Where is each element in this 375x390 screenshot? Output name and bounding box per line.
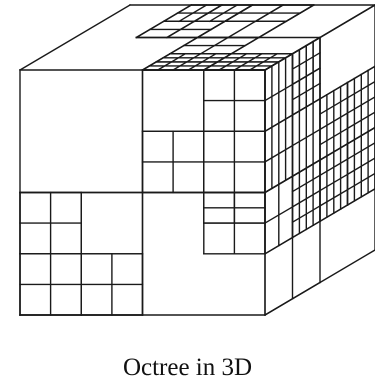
octree-cell-edge bbox=[291, 82, 321, 101]
octree-cell-edge bbox=[291, 220, 321, 239]
octree-cell-edge bbox=[319, 112, 349, 131]
octree-cell-edge bbox=[291, 128, 321, 147]
octree-cell-edge bbox=[291, 67, 321, 86]
octree-cell-edge bbox=[319, 188, 349, 207]
octree-cell-edge bbox=[291, 189, 321, 208]
octree-cell-edge bbox=[346, 96, 375, 115]
octree-cell-edge bbox=[230, 36, 260, 55]
octree-cell-edge bbox=[248, 52, 279, 71]
octree-cell-edge bbox=[19, 4, 131, 71]
cube-front-face bbox=[19, 69, 266, 316]
octree-cell-edge bbox=[264, 236, 294, 255]
octree-cell-edge bbox=[346, 111, 375, 130]
cube-top-face bbox=[19, 4, 375, 71]
octree-cell-edge bbox=[257, 4, 315, 39]
octree-cell-edge bbox=[346, 172, 375, 191]
octree-cell-edge bbox=[264, 144, 294, 163]
octree-cell-edge bbox=[264, 281, 321, 316]
octree-cell-edge bbox=[319, 173, 349, 192]
octree-cell-edge bbox=[319, 127, 349, 146]
octree-cell-edge bbox=[202, 52, 233, 71]
octree-cell-edge bbox=[346, 187, 375, 206]
octree-cell-edge bbox=[264, 205, 294, 225]
figure-caption: Octree in 3D bbox=[122, 354, 253, 381]
octree-cell-edge bbox=[319, 204, 349, 223]
octree-cell-edge bbox=[187, 52, 217, 71]
octree-cell-edge bbox=[291, 204, 321, 224]
octree-cell-edge bbox=[264, 114, 294, 133]
octree-cell-edge bbox=[193, 4, 223, 23]
octree-cell-edge bbox=[291, 97, 321, 116]
cube-right-face bbox=[264, 4, 375, 316]
octree-cell-edge bbox=[346, 157, 375, 176]
